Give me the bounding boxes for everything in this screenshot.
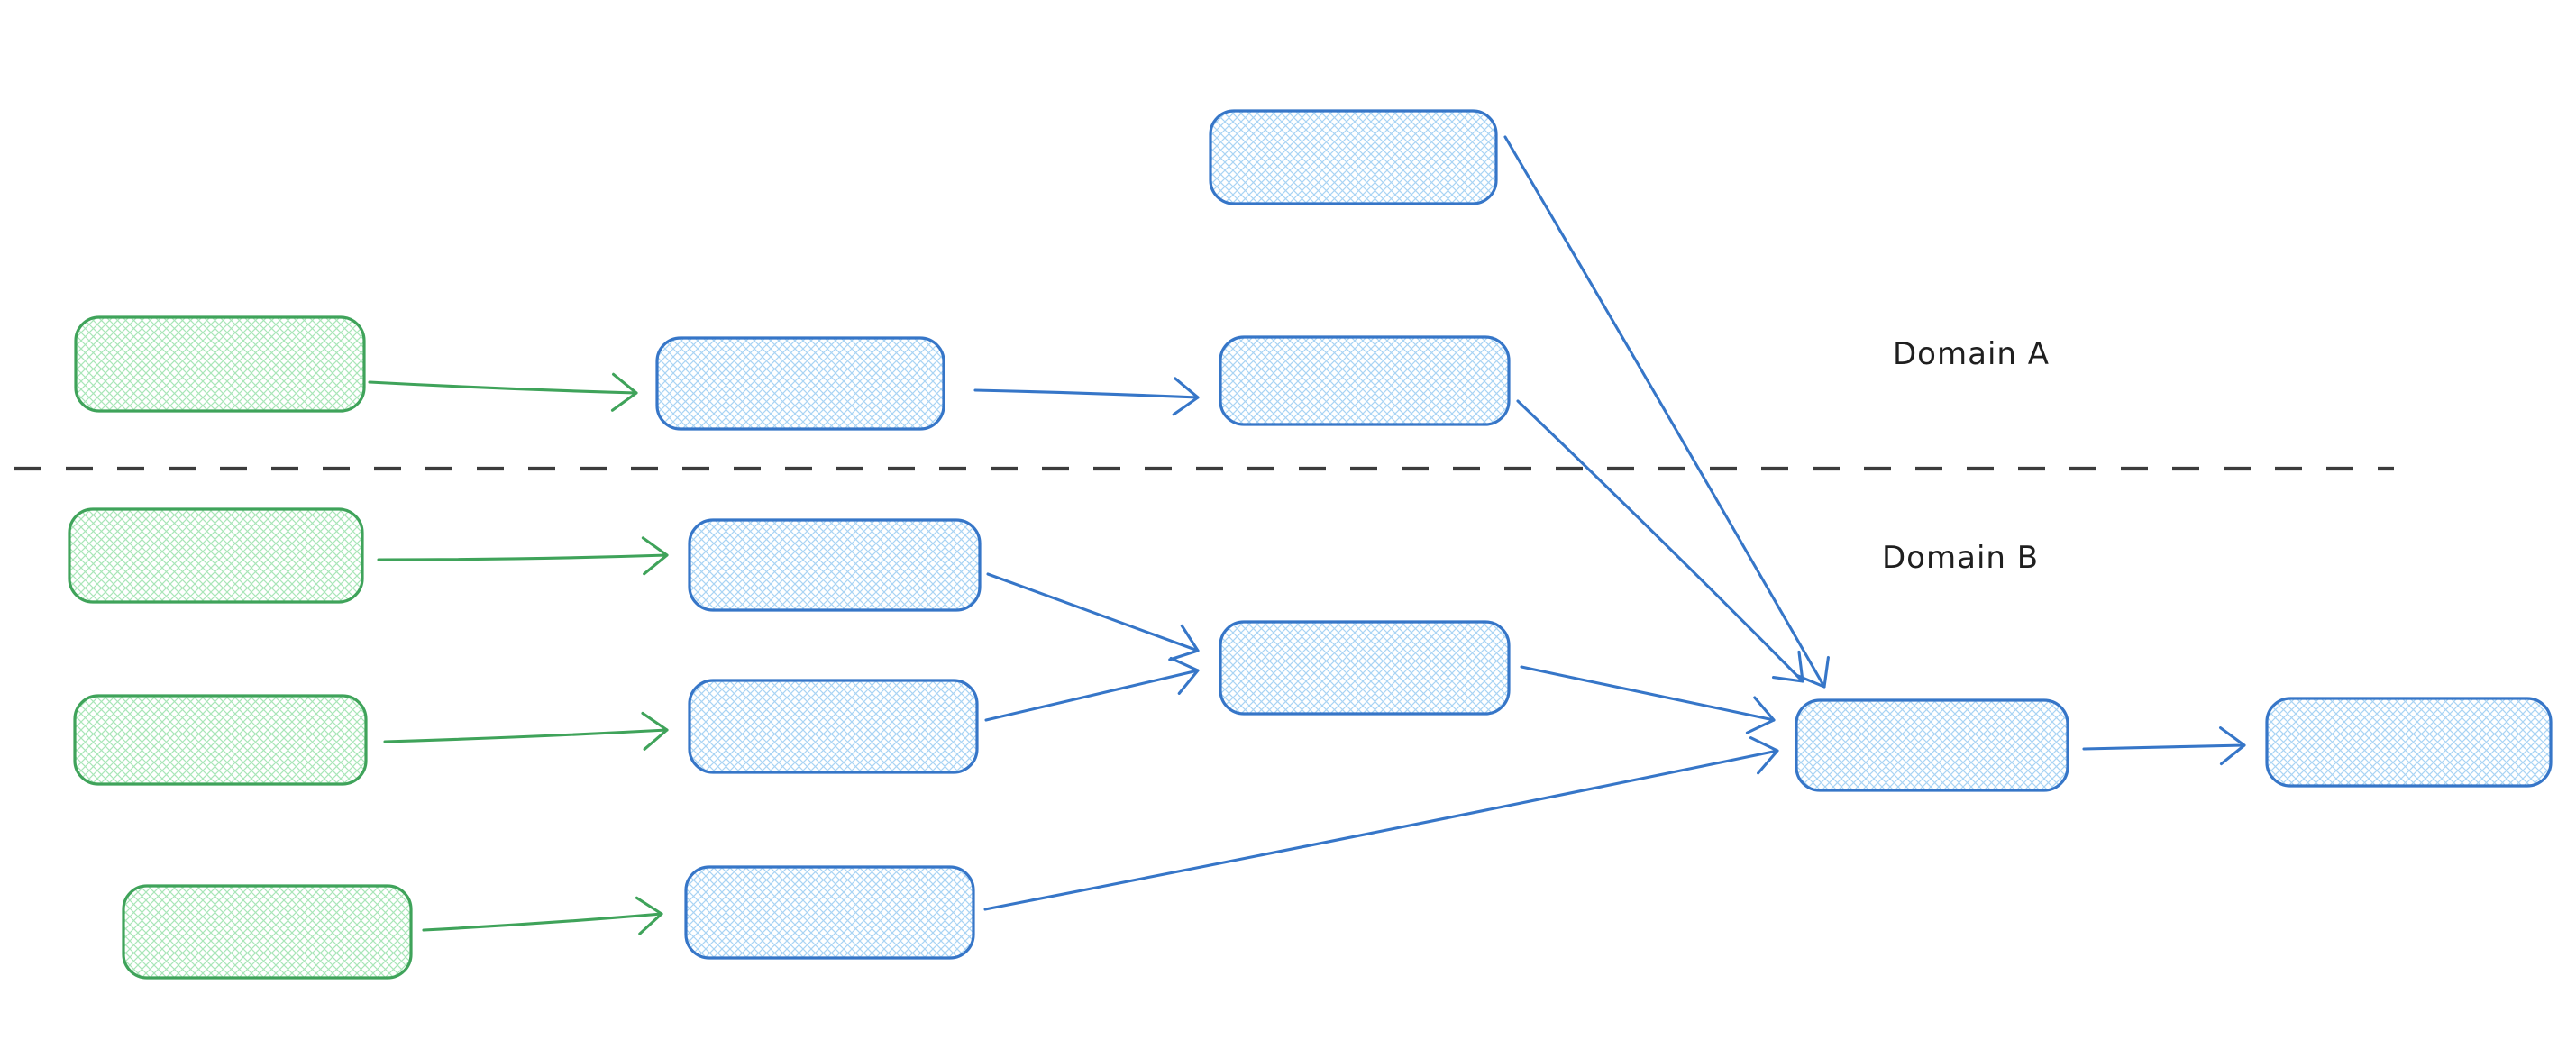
node-process-a2 <box>1219 335 1511 426</box>
edge-top-source-to-aggregate <box>1503 135 1830 689</box>
edge-source-a-to-process-a1 <box>368 372 638 412</box>
edge-process-b1-to-join-b <box>986 572 1200 661</box>
edge-aggregate-to-output <box>2082 726 2246 766</box>
node-source-b2 <box>73 694 368 786</box>
domain-a-label: Domain A <box>1893 336 2050 372</box>
edge-process-b3-to-aggregate <box>983 736 1779 911</box>
node-join-b <box>1219 620 1511 716</box>
edge-process-a1-to-process-a2 <box>973 377 1200 416</box>
node-source-b1 <box>68 507 364 604</box>
node-source-b3 <box>122 884 413 980</box>
node-source-a <box>74 315 366 413</box>
node-top-source <box>1209 109 1498 205</box>
node-process-b2 <box>688 679 979 774</box>
node-process-a1 <box>655 336 945 431</box>
edge-source-b3-to-process-b3 <box>422 896 663 935</box>
node-output <box>2265 697 2553 788</box>
edge-process-a2-to-aggregate <box>1516 399 1804 683</box>
domain-b-label: Domain B <box>1882 540 2039 576</box>
edge-source-b2-to-process-b2 <box>383 711 669 751</box>
node-aggregate <box>1795 698 2069 792</box>
node-process-b3 <box>684 865 975 960</box>
edge-process-b2-to-join-b <box>984 656 1200 722</box>
edge-source-b1-to-process-b1 <box>377 536 669 576</box>
node-process-b1 <box>688 518 982 612</box>
edge-join-b-to-aggregate <box>1520 665 1776 734</box>
